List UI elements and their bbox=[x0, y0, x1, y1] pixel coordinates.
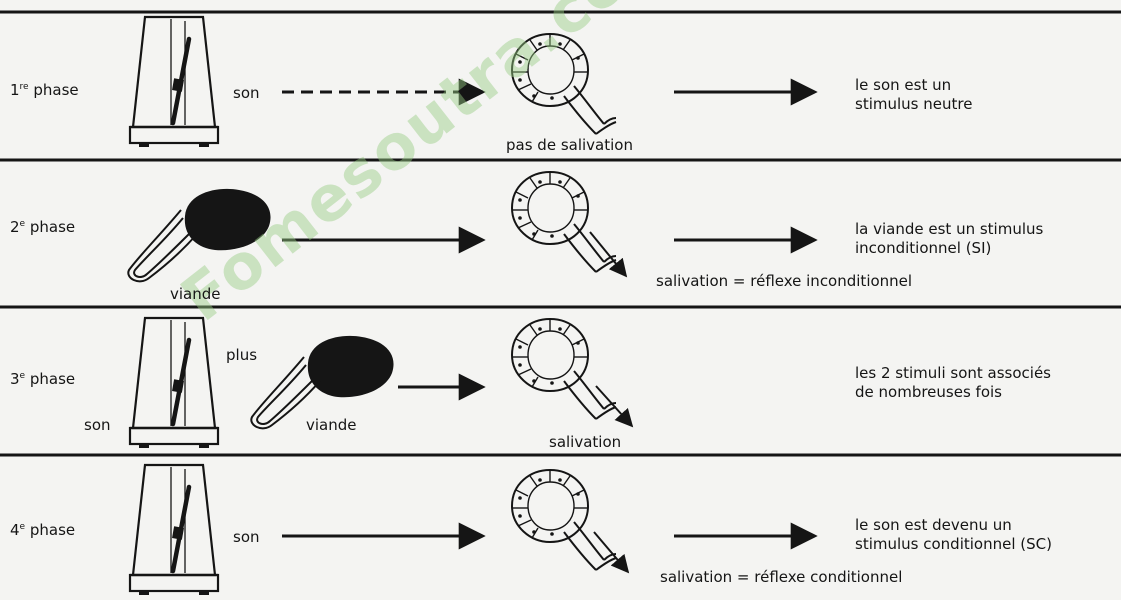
phase-3-label: 3e phase bbox=[10, 367, 75, 388]
second-stimulus-label: viande bbox=[306, 416, 357, 434]
response-label: salivation = réflexe inconditionnel bbox=[656, 272, 912, 290]
phase-word: phase bbox=[30, 370, 75, 388]
phase-number: 2 bbox=[10, 218, 20, 236]
phase-number: 4 bbox=[10, 521, 20, 539]
conclusion-line-2: inconditionnel (SI) bbox=[855, 239, 991, 258]
conclusion-line-2: de nombreuses fois bbox=[855, 383, 1002, 402]
phase-number: 3 bbox=[10, 370, 20, 388]
phase-ordinal: e bbox=[20, 371, 26, 381]
salivary-gland-illustration bbox=[512, 34, 616, 134]
plus-label: plus bbox=[226, 346, 257, 364]
phase-ordinal: e bbox=[20, 219, 26, 229]
response-label: pas de salivation bbox=[506, 136, 633, 154]
metronome-illustration bbox=[130, 17, 218, 147]
phase-ordinal: e bbox=[20, 522, 26, 532]
phase-2-label: 2e phase bbox=[10, 215, 75, 236]
conclusion-line-1: les 2 stimuli sont associés bbox=[855, 364, 1051, 383]
conclusion-line-1: le son est un bbox=[855, 76, 951, 95]
phase-ordinal: re bbox=[20, 82, 29, 92]
saliva-drip-arrow bbox=[594, 532, 628, 572]
salivary-gland-illustration bbox=[512, 172, 616, 272]
conclusion-line-1: le son est devenu un bbox=[855, 516, 1012, 535]
conclusion-line-1: la viande est un stimulus bbox=[855, 220, 1043, 239]
phase-word: phase bbox=[33, 81, 78, 99]
metronome-illustration bbox=[130, 465, 218, 595]
stimulus-label: son bbox=[233, 84, 260, 102]
meat-illustration bbox=[251, 336, 393, 428]
meat-illustration bbox=[128, 189, 270, 281]
phase-4-label: 4e phase bbox=[10, 518, 75, 539]
stimulus-label: son bbox=[84, 416, 111, 434]
salivary-gland-illustration bbox=[512, 319, 616, 419]
phase-1-label: 1re phase bbox=[10, 78, 79, 99]
stimulus-label: viande bbox=[170, 285, 221, 303]
metronome-illustration bbox=[130, 318, 218, 448]
response-label: salivation bbox=[549, 433, 621, 451]
saliva-drip-arrow bbox=[590, 232, 626, 276]
response-label: salivation = réflexe conditionnel bbox=[660, 568, 902, 586]
phase-number: 1 bbox=[10, 81, 20, 99]
salivary-gland-illustration bbox=[512, 470, 616, 570]
phase-word: phase bbox=[30, 521, 75, 539]
conclusion-line-2: stimulus neutre bbox=[855, 95, 972, 114]
stimulus-label: son bbox=[233, 528, 260, 546]
conclusion-line-2: stimulus conditionnel (SC) bbox=[855, 535, 1052, 554]
phase-word: phase bbox=[30, 218, 75, 236]
